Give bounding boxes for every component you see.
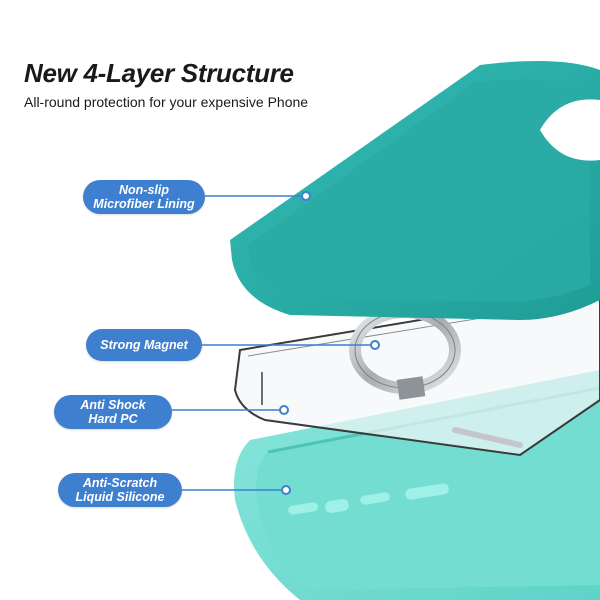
callout-microfiber-lining: Non-slip Microfiber Lining — [83, 180, 205, 214]
connector-lines — [172, 191, 380, 495]
callout-line: Liquid Silicone — [75, 490, 165, 504]
callout-hard-pc: Anti Shock Hard PC — [54, 395, 172, 429]
page-subtitle: All-round protection for your expensive … — [24, 94, 309, 110]
callout-line: Non-slip — [119, 183, 169, 197]
callout-liquid-silicone: Anti-Scratch Liquid Silicone — [58, 473, 182, 507]
callout-line: Microfiber Lining — [93, 197, 195, 211]
callout-line: Anti-Scratch — [82, 476, 158, 490]
microfiber-lining-layer — [230, 61, 600, 320]
callout-strong-magnet: Strong Magnet — [86, 329, 202, 361]
callout-line: Hard PC — [88, 412, 138, 426]
callout-line: Anti Shock — [80, 398, 146, 412]
callout-line: Strong Magnet — [100, 338, 188, 352]
page-title: New 4-Layer Structure — [24, 58, 294, 88]
